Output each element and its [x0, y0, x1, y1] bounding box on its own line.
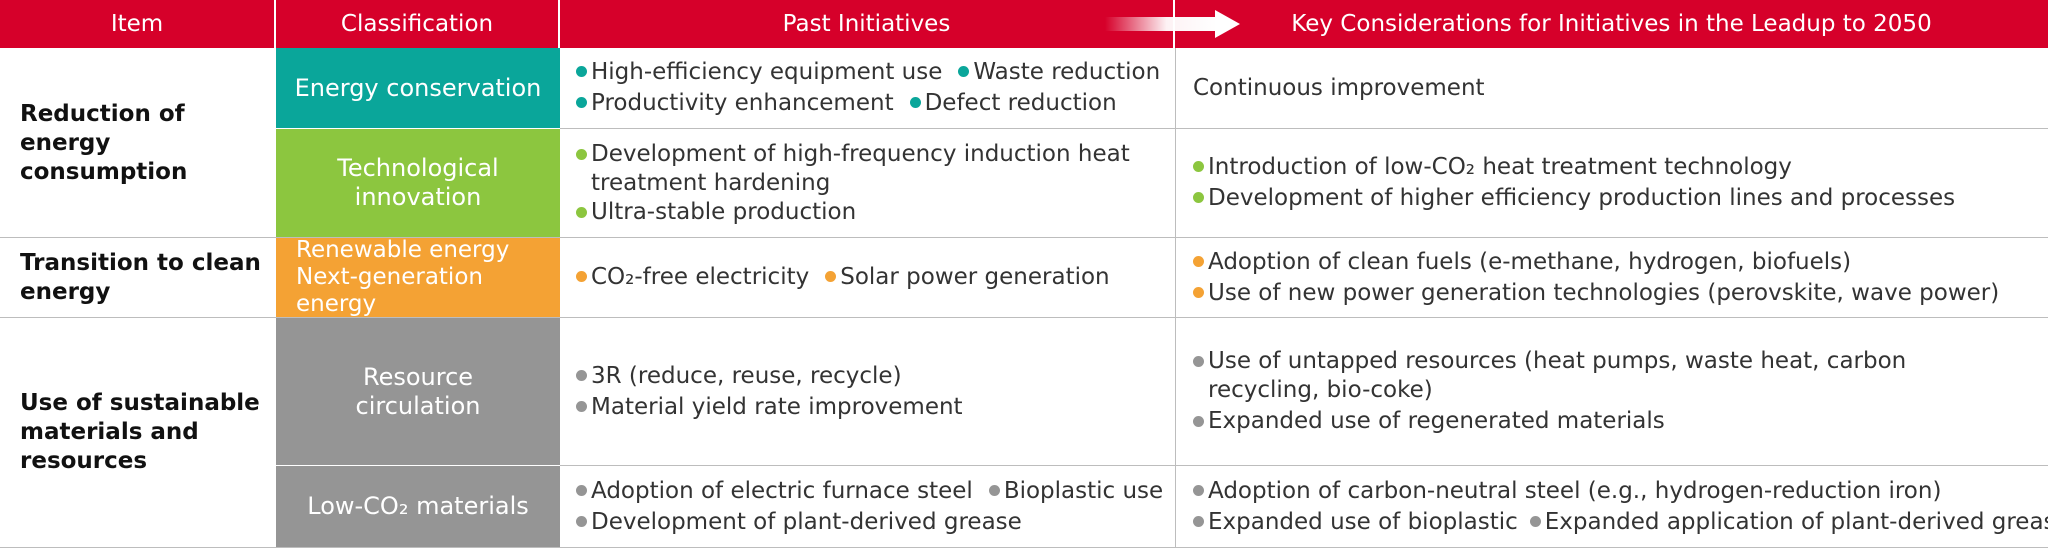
past-energy-conservation: High-efficiency equipment use Waste redu… — [560, 48, 1175, 128]
past-technological-innovation: Development of high-frequency induction … — [560, 129, 1175, 237]
header-item: Item — [0, 0, 276, 48]
bullet-orange-icon — [576, 271, 587, 282]
bullet-gray-icon — [576, 369, 587, 381]
future-text: Adoption of carbon-neutral steel (e.g., … — [1208, 477, 1942, 504]
classification-energy-conservation: Energy conservation — [276, 48, 560, 128]
bullet-gray-icon — [1193, 356, 1204, 367]
divider — [0, 237, 2048, 238]
bullet-gray-icon — [1193, 484, 1204, 496]
header-key-considerations: Key Considerations for Initiatives in th… — [1175, 0, 2048, 48]
header-past-label: Past Initiatives — [782, 11, 951, 37]
past-text: Material yield rate improvement — [591, 393, 963, 420]
future-text: Expanded use of regenerated materials — [1208, 408, 1665, 434]
classification-resource-circulation-label: Resource circulation — [355, 362, 481, 420]
future-text: Adoption of clean fuels (e-methane, hydr… — [1208, 248, 1852, 275]
bullet-orange-icon — [1193, 286, 1204, 298]
classification-resource-circulation: Resource circulation — [276, 318, 560, 465]
bullet-teal-icon — [958, 66, 970, 77]
past-clean-energy: CO₂-free electricity Solar power generat… — [560, 238, 1175, 317]
bullet-gray-icon — [1193, 515, 1204, 527]
past-text: 3R (reduce, reuse, recycle) — [591, 362, 902, 389]
bullet-gray-icon — [1193, 416, 1204, 427]
past-text: Defect reduction — [924, 90, 1117, 116]
classification-technological-innovation-label: Technological innovation — [337, 154, 499, 211]
past-text: CO₂-free electricity — [591, 264, 810, 290]
past-text: Adoption of electric furnace steel — [591, 477, 973, 504]
header-future-label: Key Considerations for Initiatives in th… — [1291, 11, 1932, 37]
bullet-green-icon — [576, 148, 587, 160]
future-resource-circulation: Use of untapped resources (heat pumps, w… — [1175, 318, 2048, 465]
future-clean-energy: Adoption of clean fuels (e-methane, hydr… — [1175, 238, 2048, 317]
bullet-orange-icon — [825, 271, 837, 282]
bullet-gray-icon — [576, 484, 587, 496]
future-energy-conservation: Continuous improvement — [1175, 48, 2048, 128]
item-clean-energy-label: Transition to clean energy — [20, 249, 261, 305]
past-text: Waste reduction — [973, 59, 1161, 85]
past-text: High-efficiency equipment use — [591, 59, 943, 85]
future-text: Continuous improvement — [1193, 74, 1485, 101]
classification-low-co2-materials: Low-CO₂ materials — [276, 466, 560, 547]
divider — [560, 128, 2048, 129]
classification-low-co2-materials-label: Low-CO₂ materials — [307, 492, 529, 520]
bullet-gray-icon — [576, 400, 587, 412]
item-clean-energy: Transition to clean energy — [0, 238, 276, 317]
future-low-co2-materials: Adoption of carbon-neutral steel (e.g., … — [1175, 466, 2048, 547]
classification-line: Next-generation energy — [296, 264, 483, 317]
classification-renewable-energy: Renewable energy Next-generation energy — [276, 237, 560, 317]
header-item-label: Item — [110, 11, 164, 37]
classification-energy-conservation-label: Energy conservation — [294, 73, 542, 102]
past-text: Ultra-stable production — [591, 198, 857, 225]
bullet-green-icon — [1193, 161, 1204, 172]
item-energy-reduction-label: Reduction of energy consumption — [20, 100, 188, 185]
header-classification: Classification — [276, 0, 560, 48]
bullet-green-icon — [576, 206, 587, 218]
past-text: Development of high-frequency induction … — [591, 140, 1130, 196]
item-sustainable-materials-label: Use of sustainable materials and resourc… — [20, 390, 260, 474]
past-resource-circulation: 3R (reduce, reuse, recycle) Material yie… — [560, 318, 1175, 465]
bullet-gray-icon — [1529, 515, 1541, 527]
future-text: Use of new power generation technologies… — [1208, 279, 2000, 306]
past-text: Solar power generation — [840, 264, 1110, 290]
divider — [0, 317, 2048, 318]
divider — [560, 465, 2048, 466]
future-text: Use of untapped resources (heat pumps, w… — [1208, 348, 1907, 403]
divider — [1175, 48, 1176, 548]
classification-technological-innovation: Technological innovation — [276, 129, 560, 237]
classification-line: Renewable energy — [296, 237, 510, 263]
future-text: Expanded use of bioplastic — [1208, 508, 1518, 535]
future-text: Introduction of low-CO₂ heat treatment t… — [1208, 154, 1792, 180]
past-text: Productivity enhancement — [591, 90, 894, 116]
past-text: Development of plant-derived grease — [591, 508, 1022, 535]
bullet-gray-icon — [988, 484, 1000, 496]
past-low-co2-materials: Adoption of electric furnace steel Biopl… — [560, 466, 1175, 547]
bullet-orange-icon — [1193, 255, 1204, 267]
header-past-initiatives: Past Initiatives — [560, 0, 1175, 48]
future-text: Development of higher efficiency product… — [1208, 185, 1956, 211]
bullet-green-icon — [1193, 192, 1204, 203]
future-technological-innovation: Introduction of low-CO₂ heat treatment t… — [1175, 129, 2048, 237]
bullet-gray-icon — [576, 515, 587, 527]
bullet-teal-icon — [576, 97, 587, 108]
past-text: Bioplastic use — [1003, 477, 1164, 504]
item-energy-reduction: Reduction of energy consumption — [0, 48, 276, 238]
bullet-teal-icon — [909, 97, 921, 108]
divider — [0, 547, 2048, 548]
future-text: Expanded application of plant-derived gr… — [1544, 508, 2048, 535]
arrow-right-icon — [1105, 10, 1240, 38]
item-sustainable-materials: Use of sustainable materials and resourc… — [0, 318, 276, 547]
bullet-teal-icon — [576, 66, 587, 77]
header-classification-label: Classification — [340, 11, 494, 37]
